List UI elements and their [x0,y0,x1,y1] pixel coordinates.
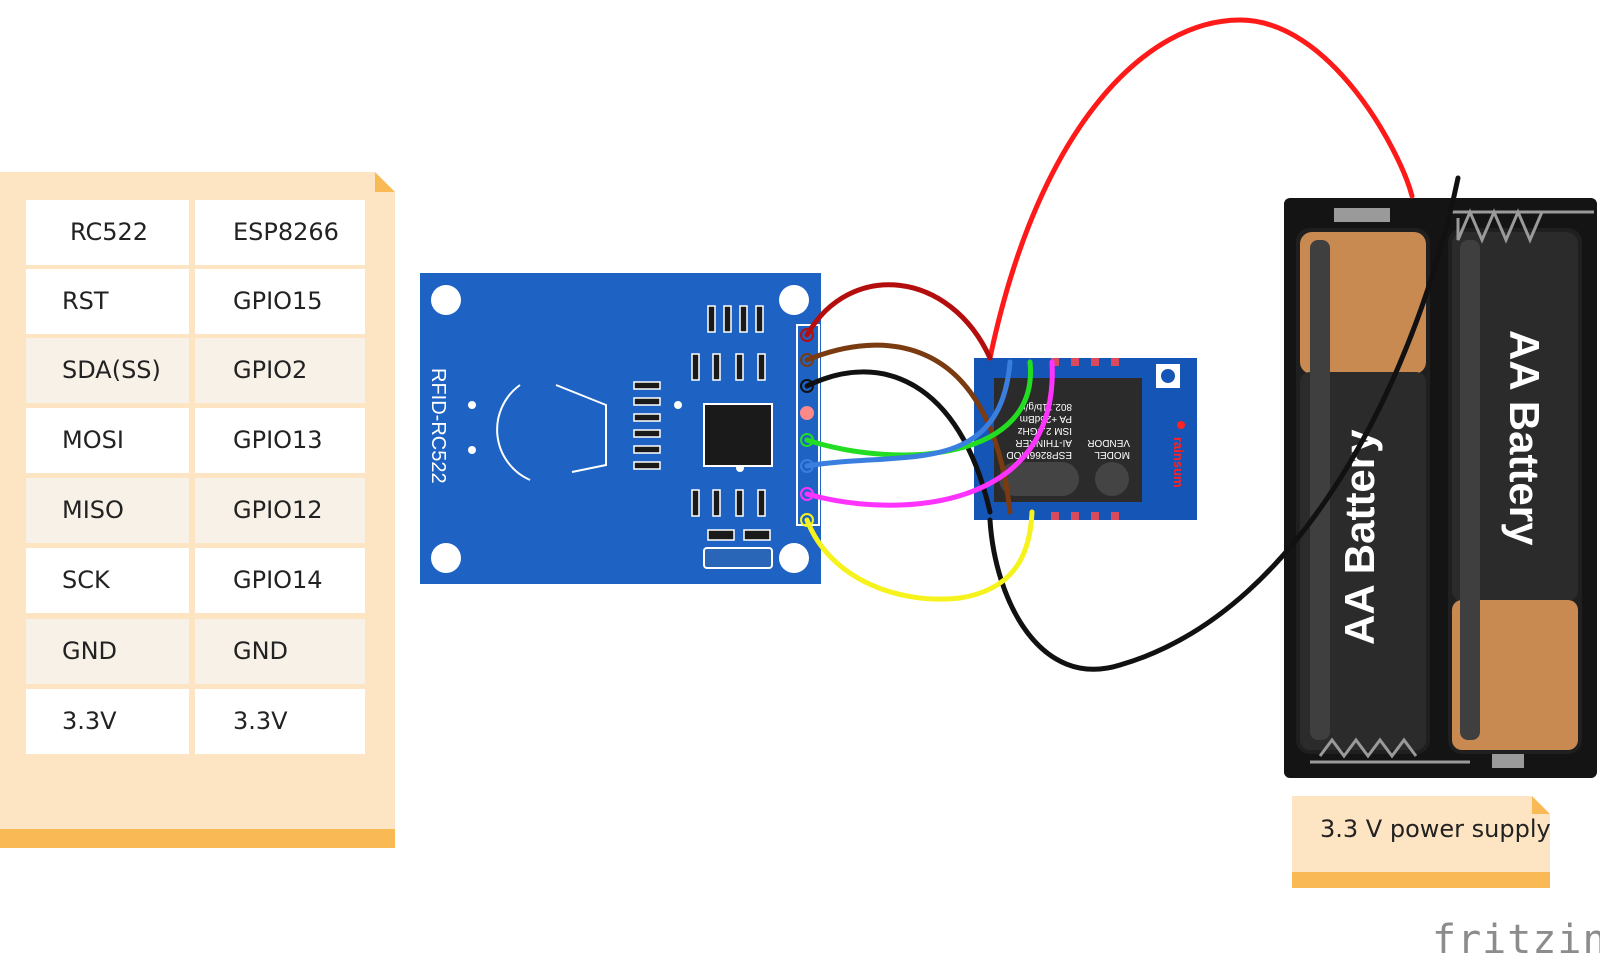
wires [804,17,1461,672]
esp8266-pin: 3.3V [195,689,365,754]
rc522-pin: MOSI [26,408,189,473]
rc522-pin: 3.3V [26,689,189,754]
power-supply-note [1292,796,1550,888]
rc522-pin: SDA(SS) [26,338,189,403]
rfid-board-label: RFID-RC522 [427,368,449,484]
battery-terminal [1334,208,1390,222]
battery-spring [1310,737,1470,764]
esp-pin-row [1051,358,1119,520]
wire-brown [804,342,1013,515]
wire-red [987,17,1415,361]
header-rc522: RC522 [26,200,189,265]
note-bottom-bar [0,829,395,848]
pcb-dot [468,446,476,454]
antenna-arc [496,384,531,481]
battery-1: AA Battery [1296,228,1430,754]
wire-yellow [804,509,1035,602]
mount-hole [779,285,809,315]
battery-2: AA Battery [1448,228,1582,754]
mount-hole [431,285,461,315]
mount-hole [779,543,809,573]
antenna-trace [555,384,607,473]
table-row: RST GPIO15 [26,269,365,334]
wire-dark-red [804,282,993,361]
esp-line: VENDOR [1087,437,1130,448]
wire-black-short [804,369,993,515]
battery-spring [1452,208,1594,244]
esp-line: MODEL [1094,449,1130,460]
table-row: MOSI GPIO13 [26,408,365,473]
wire-ends [800,328,814,527]
rc522-pin: RST [26,269,189,334]
esp8266-pin: GPIO14 [195,548,365,613]
power-supply-label: 3.3 V power supply [1320,815,1551,843]
battery-label: AA Battery [1501,330,1548,546]
esp8266-pin: GPIO15 [195,269,365,334]
table-header-row: RC522 ESP8266 [26,200,365,265]
esp8266-module: MODEL VENDOR ESP8266MOD AI-THINKER ISM 2… [974,358,1197,520]
mount-hole [431,543,461,573]
pcb-dot [468,401,476,409]
rc522-pin: MISO [26,478,189,543]
note-bottom-bar [1292,872,1550,888]
esp-brand: rainsum [1171,437,1186,488]
table-row: SCK GPIO14 [26,548,365,613]
smd-components [633,305,771,541]
esp-line: ESP8266MOD [1006,449,1072,460]
rfid-rc522-board: RFID-RC522 [420,273,821,584]
esp-pad [1095,462,1129,496]
table-row: GND GND [26,619,365,684]
rc522-pin: GND [26,619,189,684]
note-corner-fold [1532,796,1550,814]
brand-dot [1177,421,1185,429]
note-corner-fold [375,172,395,192]
table-row: 3.3V 3.3V [26,689,365,754]
table-row: SDA(SS) GPIO2 [26,338,365,403]
wire-magenta [804,359,1055,508]
battery-pack: AA Battery AA Battery [1284,198,1597,778]
rc522-pin: SCK [26,548,189,613]
battery-terminal [1492,754,1524,768]
esp-line: AI-THINKER [1015,437,1072,448]
wire-blue [804,359,1013,469]
esp8266-pin: GPIO13 [195,408,365,473]
pcb-dot [674,401,682,409]
rfid-chip [703,403,773,467]
header-esp8266: ESP8266 [195,200,365,265]
fritzing-logo: fritzing [1432,917,1600,963]
esp8266-pin: GND [195,619,365,684]
esp-pad [999,462,1079,496]
wire-black [987,175,1461,672]
crystal [703,547,773,569]
esp8266-pin: GPIO12 [195,478,365,543]
esp8266-pin: GPIO2 [195,338,365,403]
esp-line: 802.11b/g/n [1020,401,1072,412]
esp-line: ISM 2.4GHz [1018,425,1072,436]
battery-label: AA Battery [1336,429,1383,645]
esp-mark-hole [1161,369,1175,383]
table-row: MISO GPIO12 [26,478,365,543]
